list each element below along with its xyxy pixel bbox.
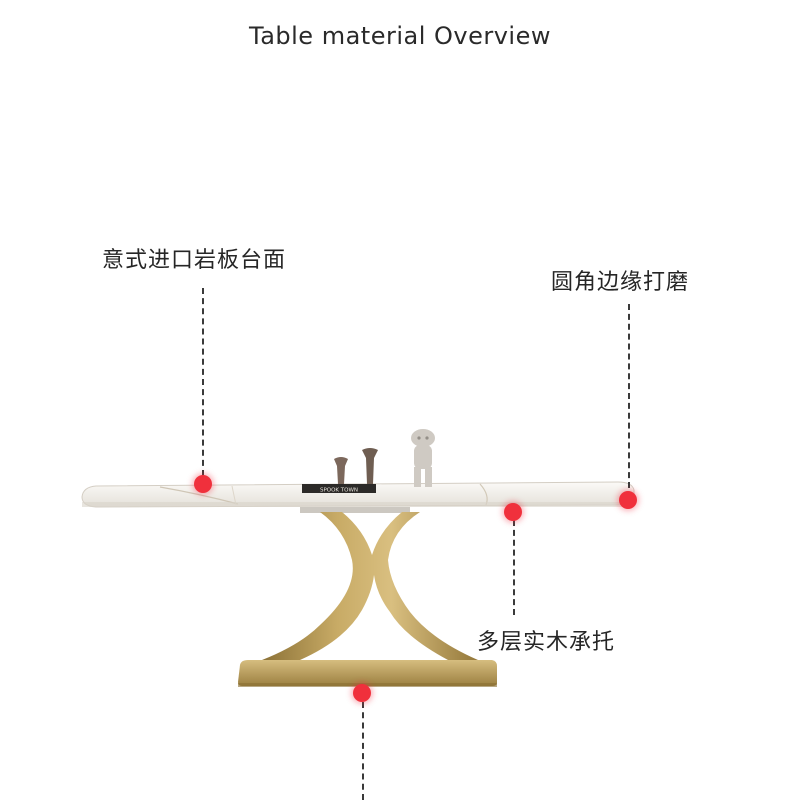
callout-label-tabletop: 意式进口岩板台面 bbox=[102, 248, 287, 273]
page-title: Table material Overview bbox=[249, 22, 551, 50]
callout-line-edge bbox=[628, 304, 630, 488]
red-dot-marker-icon bbox=[194, 475, 212, 493]
callout-line-tabletop bbox=[202, 288, 204, 476]
red-dot-marker-icon bbox=[353, 684, 371, 702]
callout-line-base bbox=[362, 702, 364, 800]
callout-label-support: 多层实木承托 bbox=[477, 630, 616, 655]
table-decor: SPOOK TOWN bbox=[302, 429, 435, 494]
callout-line-support bbox=[513, 520, 515, 615]
tabletop bbox=[81, 481, 635, 513]
book-spine-text: SPOOK TOWN bbox=[320, 488, 358, 494]
red-dot-marker-icon bbox=[619, 491, 637, 509]
gold-pedestal bbox=[238, 512, 497, 687]
red-dot-marker-icon bbox=[504, 503, 522, 521]
callout-label-edge: 圆角边缘打磨 bbox=[551, 270, 690, 295]
